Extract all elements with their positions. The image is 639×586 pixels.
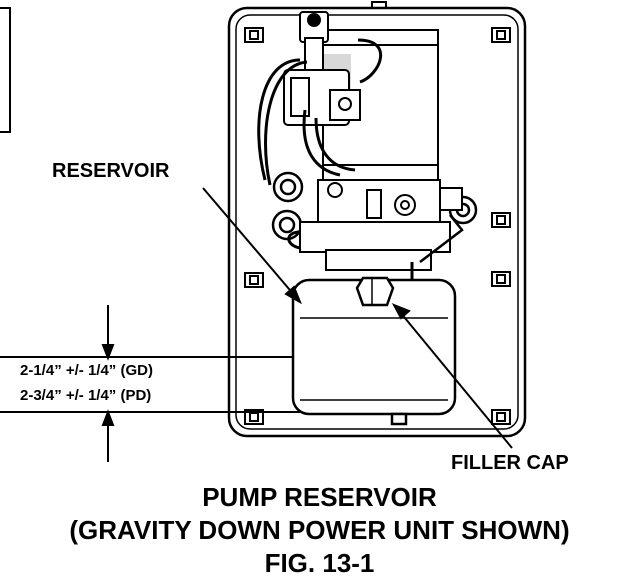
dimension-gd-label: 2-1/4” +/- 1/4” (GD)	[20, 362, 153, 379]
filler-cap-label: FILLER CAP	[451, 452, 569, 474]
partial-box-left	[0, 7, 11, 133]
reservoir-leader	[202, 187, 296, 297]
filler-cap	[355, 276, 395, 307]
reservoir-arrow	[284, 285, 302, 305]
mounting-slots	[244, 27, 511, 425]
caption-subtitle: (GRAVITY DOWN POWER UNIT SHOWN)	[69, 515, 570, 545]
dimension-lines	[0, 305, 300, 462]
caption-figure-number: FIG. 13-1	[264, 548, 375, 578]
dimension-pd-label: 2-3/4” +/- 1/4” (PD)	[20, 387, 152, 404]
caption-title: PUMP RESERVOIR	[202, 482, 437, 512]
filler-cap-arrow	[391, 303, 411, 320]
solenoid	[283, 11, 361, 126]
pump-manifold	[287, 179, 464, 300]
grommets	[271, 171, 478, 241]
reservoir-label: RESERVOIR	[52, 160, 170, 182]
mounting-panel-inner	[235, 14, 519, 430]
filler-cap-leader	[399, 311, 513, 449]
leader-lines	[202, 187, 513, 449]
wires	[257, 38, 382, 186]
reservoir-tank	[291, 278, 457, 426]
panel-top-notch	[371, 1, 387, 8]
